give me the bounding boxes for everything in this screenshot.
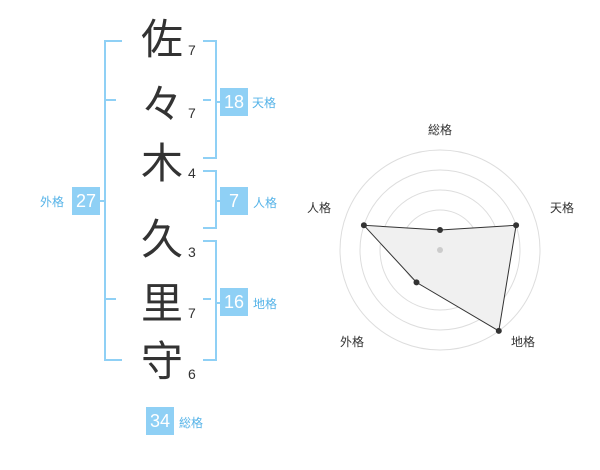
gaikaku-bracket	[104, 40, 122, 361]
name-char-1: 佐	[140, 15, 183, 64]
tenkaku-value-box: 18	[220, 88, 248, 116]
bracket-tick	[203, 99, 211, 101]
bracket-tick	[203, 298, 211, 300]
stroke-count-6: 6	[188, 366, 196, 382]
stroke-count-5: 7	[188, 305, 196, 321]
radar-axis-label-jinkaku: 人格	[307, 200, 331, 215]
stroke-count-1: 7	[188, 42, 196, 58]
fortune-radar-chart: 総格 天格 地格 外格 人格	[307, 122, 574, 351]
soukaku-label: 総格	[179, 416, 204, 430]
radar-series-area	[362, 224, 517, 332]
radar-ring	[359, 169, 521, 331]
chikaku-value-box: 16	[220, 288, 248, 316]
radar-center-dot	[437, 247, 443, 253]
radar-point-1	[437, 227, 443, 233]
radar-axis-label-soukaku: 総格	[428, 122, 452, 137]
jinkaku-label: 人格	[253, 196, 278, 210]
stroke-count-2: 7	[188, 105, 196, 121]
chikaku-bracket	[203, 240, 217, 361]
gaikaku-label: 外格	[40, 195, 65, 209]
radar-axis-label-gaikaku: 外格	[340, 334, 364, 349]
soukaku-value-box: 34	[146, 407, 174, 435]
radar-points	[360, 222, 520, 334]
radar-axis-label-tenkaku: 天格	[550, 200, 574, 215]
jinkaku-value-box: 7	[220, 187, 248, 215]
tenkaku-label: 天格	[252, 96, 277, 110]
bracket-connector	[215, 101, 221, 103]
gaikaku-value-box: 27	[72, 187, 100, 215]
bracket-connector	[215, 200, 221, 202]
name-char-4: 久	[140, 215, 183, 264]
radar-axis-label-chikaku: 地格	[511, 334, 535, 349]
radar-point-4	[413, 279, 420, 286]
stroke-count-4: 3	[188, 244, 196, 260]
radar-ring	[339, 149, 541, 351]
stroke-count-3: 4	[188, 165, 196, 181]
chikaku-label: 地格	[253, 297, 278, 311]
bracket-connector	[96, 200, 104, 202]
radar-point-5	[360, 222, 367, 229]
name-char-2: 々	[140, 80, 183, 129]
name-char-6: 守	[140, 337, 183, 386]
name-strokes-diagram: 佐 々 木 久 里 守 7 7 4 3 7 6 27 外格 18 天格 7 人格…	[40, 15, 278, 435]
tenkaku-bracket	[203, 40, 217, 159]
jinkaku-bracket	[203, 170, 217, 229]
name-char-5: 里	[140, 279, 183, 328]
radar-point-2	[513, 222, 520, 229]
radar-point-3	[495, 327, 502, 334]
name-char-3: 木	[140, 139, 183, 188]
bracket-connector	[215, 302, 221, 304]
bracket-tick	[104, 99, 116, 101]
bracket-tick	[104, 298, 116, 300]
